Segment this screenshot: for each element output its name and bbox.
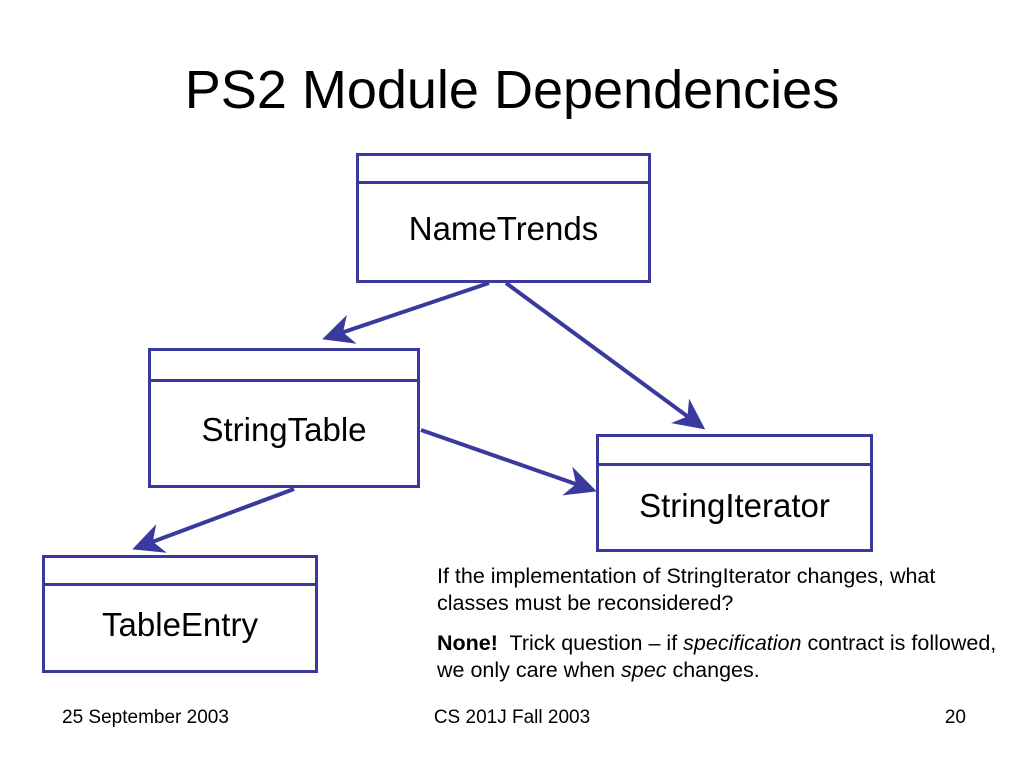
module-box-header	[151, 351, 417, 382]
note-answer-part2: contract is followed, we only care when	[437, 631, 997, 682]
module-box-body: NameTrends	[359, 184, 648, 280]
notes-block: If the implementation of StringIterator …	[437, 563, 997, 684]
arrow-nametrends-to-stringiterator	[504, 281, 706, 430]
note-answer-emphasis: None!	[437, 631, 498, 655]
arrow-nametrends-to-stringtable	[322, 281, 490, 344]
module-box-stringtable[interactable]: StringTable	[148, 348, 420, 488]
module-box-label: TableEntry	[102, 606, 258, 643]
footer: 25 September 2003 CS 201J Fall 2003 20	[0, 703, 1024, 733]
note-answer-part3: changes.	[666, 658, 760, 682]
footer-course: CS 201J Fall 2003	[433, 707, 591, 728]
module-box-label: StringIterator	[639, 486, 830, 524]
module-box-body: StringTable	[151, 382, 417, 485]
module-box-label: StringTable	[201, 410, 367, 448]
module-box-label: NameTrends	[408, 210, 599, 247]
footer-page-number: 20	[944, 707, 966, 728]
note-answer-italic-specification: specification	[683, 631, 802, 655]
page-title: PS2 Module Dependencies	[184, 60, 840, 120]
module-box-stringiterator[interactable]: StringIterator	[596, 434, 873, 552]
module-box-tableentry[interactable]: TableEntry	[42, 555, 318, 673]
module-box-body: StringIterator	[599, 466, 870, 549]
module-box-header	[45, 558, 315, 586]
module-box-header	[599, 437, 870, 466]
module-box-nametrends[interactable]: NameTrends	[356, 153, 651, 283]
module-box-header	[359, 156, 648, 184]
note-question-line1: If the implementation of StringIterator …	[437, 564, 884, 588]
footer-date: 25 September 2003	[62, 707, 229, 728]
note-question: If the implementation of StringIterator …	[437, 563, 997, 617]
module-box-body: TableEntry	[45, 586, 315, 670]
arrow-stringtable-to-tableentry	[132, 487, 295, 553]
note-answer-italic-spec: spec	[621, 658, 667, 682]
note-question-line2: what classes must be reconsidered?	[437, 564, 936, 615]
note-answer-part1: Trick question – if	[509, 631, 684, 655]
note-answer: None! Trick question – if specification …	[437, 630, 997, 684]
arrow-stringtable-to-stringiterator	[420, 428, 597, 496]
